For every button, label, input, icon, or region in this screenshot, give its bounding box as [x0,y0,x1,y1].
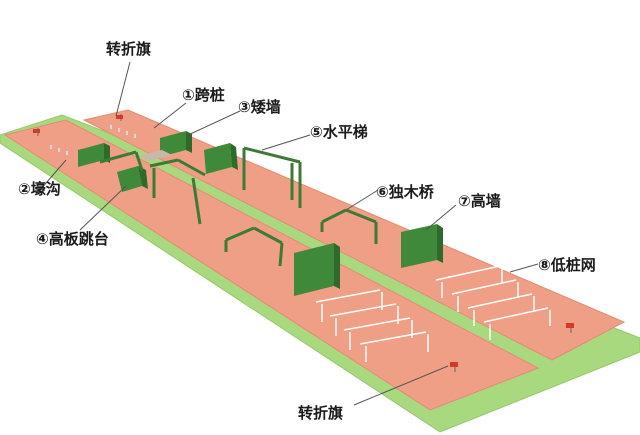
label-crossing-posts: ①跨桩 [182,86,225,104]
crossing-posts [50,125,136,155]
track-lane-right [82,109,626,361]
label-low-post-net: ⑧低桩网 [538,256,596,274]
label-flag-top: 转折旗 [106,40,152,58]
high-wall-right [401,224,443,268]
flag-top-left [33,128,40,136]
track-lane-left [3,119,540,411]
flag-top-right [116,114,123,121]
flag-bottom-right [566,323,574,333]
label-horizontal-ladder: ⑤水平梯 [310,123,368,141]
low-post-net-left [315,289,429,362]
frame-left [99,150,144,171]
label-high-board-jump: ④高板跳台 [36,230,109,248]
label-low-wall: ③矮墙 [238,98,281,116]
label-trench: ②壕沟 [18,180,61,198]
trench-block [117,166,148,192]
horizontal-ladder [242,146,302,208]
balance-beam-right [320,208,378,244]
low-wall-right [160,131,192,157]
high-wall-left [294,243,340,296]
high-board-jump-frame [149,158,206,225]
low-post-net-right [435,265,551,340]
leader-lines [39,61,539,406]
balance-beam-left [224,226,284,267]
high-board-platform [204,143,238,174]
flag-bottom-left [450,362,458,372]
label-balance-beam: ⑥独木桥 [376,183,434,201]
label-flag-bottom: 转折旗 [298,404,344,422]
low-wall-left [78,143,110,167]
trench-pit [138,150,172,161]
label-high-wall: ⑦高墙 [458,192,501,210]
